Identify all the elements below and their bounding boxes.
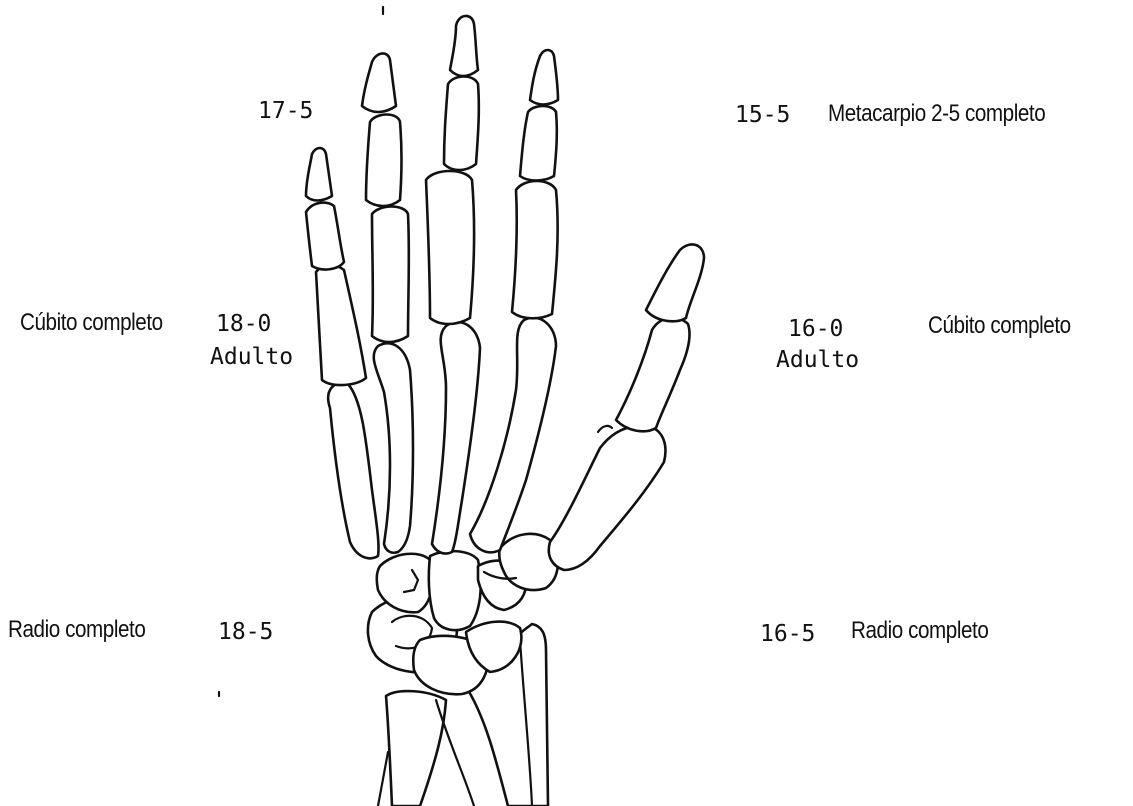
middle-middle-phalanx xyxy=(444,77,479,171)
radius-ridge xyxy=(436,700,474,806)
ring-middle-phalanx xyxy=(366,115,402,207)
label-left-mid-adult: Adulto xyxy=(210,346,293,369)
thumb-metacarpal xyxy=(549,426,666,570)
label-left-bottom-text: Radio completo xyxy=(8,618,145,642)
thumb-distal-phalanx xyxy=(646,244,704,321)
ring-proximal-phalanx xyxy=(372,207,409,343)
label-left-mid-text: Cúbito completo xyxy=(20,311,163,335)
label-right-top-text: Metacarpio 2-5 completo xyxy=(828,102,1045,126)
middle-metacarpal xyxy=(432,322,480,553)
ring-distal-phalanx xyxy=(362,53,396,112)
label-right-bottom-text: Radio completo xyxy=(851,619,988,643)
label-right-top-age: 15-5 xyxy=(735,104,790,127)
thumb-sesamoid xyxy=(598,426,612,432)
middle-proximal-phalanx xyxy=(426,171,474,324)
middle-distal-phalanx xyxy=(450,16,478,76)
index-middle-phalanx xyxy=(520,106,557,181)
radius-edge xyxy=(378,752,388,806)
label-left-top-age: 17-5 xyxy=(258,100,313,123)
label-right-mid-age: 16-0 xyxy=(788,318,843,341)
label-right-mid-text: Cúbito completo xyxy=(928,314,1071,338)
little-proximal-phalanx xyxy=(316,265,366,385)
little-metacarpal xyxy=(328,383,378,558)
thumb-proximal-phalanx xyxy=(616,318,690,432)
label-left-mid-age: 18-0 xyxy=(216,313,271,336)
label-left-bottom-age: 18-5 xyxy=(218,621,273,644)
label-right-bottom-age: 16-5 xyxy=(760,623,815,646)
index-proximal-phalanx xyxy=(512,181,558,318)
index-metacarpal xyxy=(470,318,556,553)
index-distal-phalanx xyxy=(530,50,558,105)
little-middle-phalanx xyxy=(306,203,344,270)
little-distal-phalanx xyxy=(306,148,332,201)
label-right-mid-adult: Adulto xyxy=(776,349,859,372)
ring-metacarpal xyxy=(374,343,413,552)
capitate-bone xyxy=(429,551,481,630)
radius-bone xyxy=(386,691,446,806)
